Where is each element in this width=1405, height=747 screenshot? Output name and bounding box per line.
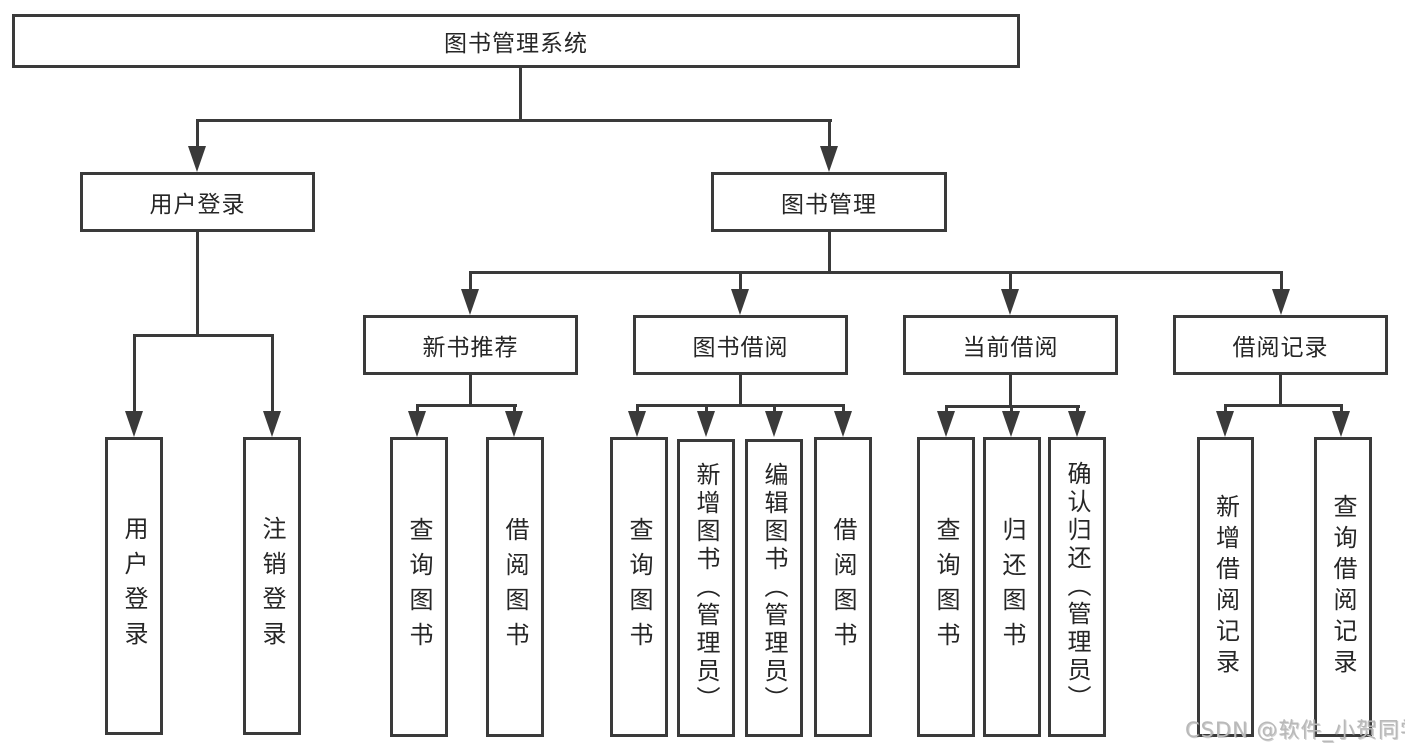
arrow-down-icon <box>628 411 646 437</box>
connector-shaft <box>513 404 516 416</box>
connector-shaft <box>469 271 472 293</box>
leaf-borrow-books-recommend: 借阅图书 <box>486 437 544 737</box>
connector-shaft <box>1010 405 1013 416</box>
arrow-down-icon <box>125 411 143 437</box>
leaf-label: 新增借阅记录 <box>1211 494 1240 680</box>
leaf-borrow-books: 借阅图书 <box>814 437 872 737</box>
connector-level2-rail <box>196 119 832 122</box>
leaf-edit-books-admin: 编辑图书（管理员） <box>745 439 803 737</box>
leaf-label: 借阅图书 <box>501 517 529 657</box>
node-label: 新书推荐 <box>422 335 519 361</box>
leaf-add-borrow-record: 新增借阅记录 <box>1197 437 1254 737</box>
leaf-query-borrow-record: 查询借阅记录 <box>1314 437 1372 737</box>
leaf-query-books-borrowing: 查询图书 <box>610 437 668 737</box>
leaf-label: 编辑图书（管理员） <box>760 462 788 714</box>
connector-level3-rail <box>469 271 1283 274</box>
leaf-label: 确认归还（管理员） <box>1063 461 1091 713</box>
leaf-label: 借阅图书 <box>829 517 857 657</box>
node-label: 图书管理系统 <box>444 31 588 57</box>
connector-rail <box>416 404 517 407</box>
connector-shaft <box>828 119 831 150</box>
arrow-down-icon <box>408 411 426 437</box>
leaf-user-login: 用户登录 <box>105 437 163 735</box>
arrow-down-icon <box>1272 289 1290 315</box>
leaf-confirm-return-admin: 确认归还（管理员） <box>1048 437 1106 737</box>
arrow-down-icon <box>765 411 783 437</box>
connector-stem <box>739 373 742 407</box>
leaf-label: 新增图书（管理员） <box>692 462 720 714</box>
connector-shaft <box>1280 271 1283 293</box>
arrow-down-icon <box>1216 411 1234 437</box>
arrow-down-icon <box>834 411 852 437</box>
leaf-query-books-recommend: 查询图书 <box>390 437 448 737</box>
node-book-borrowing: 图书借阅 <box>633 315 848 375</box>
connector-shaft <box>1224 404 1227 416</box>
watermark: CSDN @软件_小贺同学 <box>1185 718 1405 742</box>
connector-shaft <box>773 404 776 416</box>
leaf-label: 归还图书 <box>998 517 1026 657</box>
connector-stem <box>1009 373 1012 408</box>
arrow-down-icon <box>263 411 281 437</box>
arrow-down-icon <box>461 289 479 315</box>
connector-user-login-rail <box>133 334 274 337</box>
node-user-login: 用户登录 <box>80 172 315 232</box>
leaf-label: 查询借阅记录 <box>1329 494 1357 680</box>
connector-shaft <box>1009 271 1012 293</box>
connector-shaft <box>1340 404 1343 416</box>
connector-book-mgmt-stem <box>828 230 831 274</box>
connector-shaft <box>196 119 199 150</box>
node-label: 当前借阅 <box>962 335 1059 361</box>
connector-shaft <box>271 334 274 414</box>
connector-stem <box>469 373 472 407</box>
connector-shaft <box>705 404 708 416</box>
leaf-label: 查询图书 <box>932 517 960 657</box>
node-label: 借阅记录 <box>1232 335 1329 361</box>
arrow-down-icon <box>1068 411 1086 437</box>
arrow-down-icon <box>505 411 523 437</box>
connector-user-login-stem <box>196 230 199 337</box>
leaf-label: 查询图书 <box>405 517 433 657</box>
arrow-down-icon <box>1001 289 1019 315</box>
connector-shaft <box>133 334 136 414</box>
connector-shaft <box>739 271 742 293</box>
leaf-label: 查询图书 <box>625 517 653 657</box>
leaf-return-books: 归还图书 <box>983 437 1041 737</box>
connector-stem <box>1279 373 1282 407</box>
node-current-borrowing: 当前借阅 <box>903 315 1118 375</box>
connector-shaft <box>636 404 639 416</box>
node-book-management: 图书管理 <box>711 172 947 232</box>
node-library-management-system: 图书管理系统 <box>12 14 1020 68</box>
connector-rail <box>636 404 845 407</box>
arrow-down-icon <box>1002 411 1020 437</box>
node-borrowing-records: 借阅记录 <box>1173 315 1388 375</box>
arrow-down-icon <box>731 289 749 315</box>
arrow-down-icon <box>1332 411 1350 437</box>
connector-shaft <box>1076 405 1079 416</box>
arrow-down-icon <box>697 411 715 437</box>
leaf-logout: 注销登录 <box>243 437 301 735</box>
leaf-query-books-current: 查询图书 <box>917 437 975 737</box>
node-label: 图书管理 <box>781 192 877 218</box>
arrow-down-icon <box>937 411 955 437</box>
connector-shaft <box>945 405 948 416</box>
connector-shaft <box>842 404 845 416</box>
arrow-down-icon <box>188 146 206 172</box>
connector-shaft <box>416 404 419 416</box>
leaf-add-books-admin: 新增图书（管理员） <box>677 439 735 737</box>
leaf-label: 注销登录 <box>258 516 286 656</box>
node-label: 用户登录 <box>149 192 246 218</box>
arrow-down-icon <box>820 146 838 172</box>
node-new-book-recommendation: 新书推荐 <box>363 315 578 375</box>
node-label: 图书借阅 <box>692 335 789 361</box>
connector-rail <box>1224 404 1343 407</box>
connector-root-stem <box>519 66 522 122</box>
leaf-label: 用户登录 <box>120 516 148 656</box>
